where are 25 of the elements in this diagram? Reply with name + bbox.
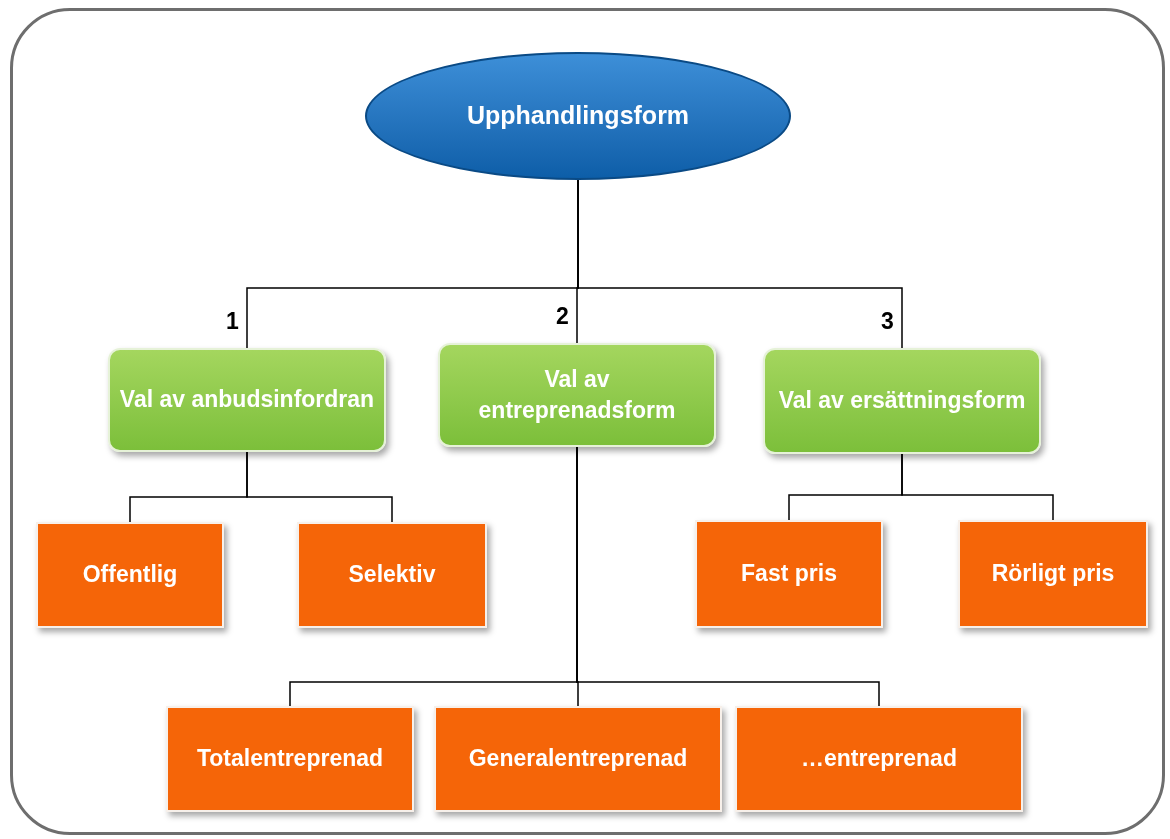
node-text: Totalentreprenad: [196, 744, 384, 774]
process-box: [108, 348, 386, 452]
process-box: [735, 706, 1023, 812]
process-box: [36, 522, 224, 628]
node-text: Generalentreprenad: [468, 744, 688, 774]
node-text: Fast pris: [741, 559, 837, 589]
process-box: [695, 520, 883, 628]
process-box: [958, 520, 1148, 628]
node-text: Offentlig: [82, 560, 178, 590]
node-text: …entreprenad: [801, 744, 957, 774]
connector-line: [576, 446, 880, 707]
process-box: [438, 343, 716, 447]
node-text: Rörligt pris: [991, 559, 1115, 589]
node-text: Upphandlingsform: [466, 100, 690, 132]
process-box: [763, 348, 1041, 454]
process-box: [434, 706, 722, 812]
node-text: Val av ersättningsform: [778, 386, 1026, 416]
connector-line: [901, 453, 1054, 521]
node-text: Selektiv: [348, 560, 436, 590]
node-text: Val av anbudsinfordran: [119, 385, 375, 415]
node-text: Val av entreprenadsform: [477, 364, 677, 425]
process-box: [297, 522, 487, 628]
connector-line: [246, 451, 393, 523]
process-box: [166, 706, 414, 812]
connector-line: [577, 179, 903, 349]
